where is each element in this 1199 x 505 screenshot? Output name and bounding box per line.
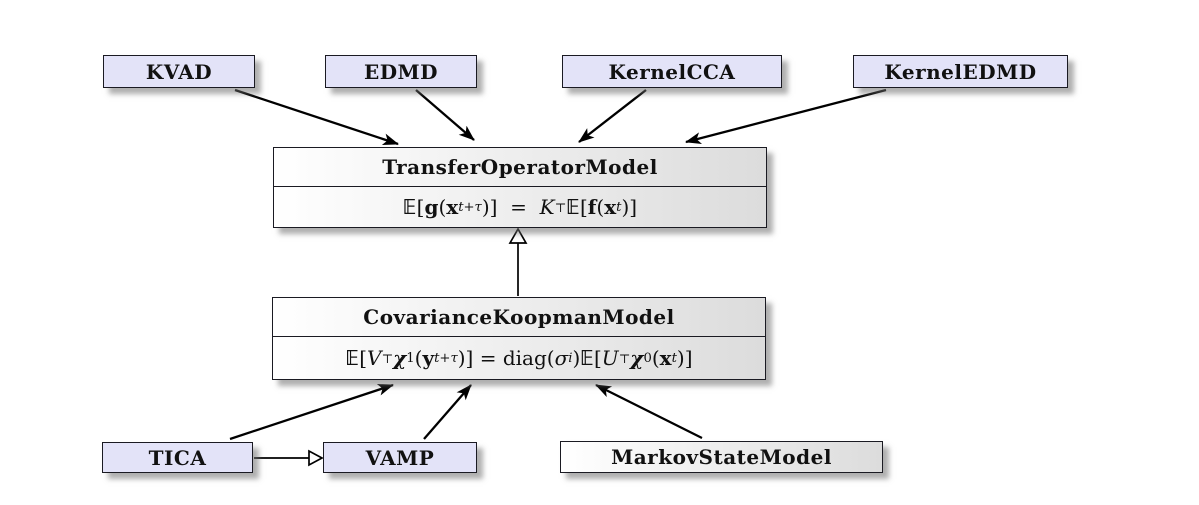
node-vamp-label: VAMP [365, 445, 435, 470]
node-transferoperatormodel-title: TransferOperatorModel [274, 148, 766, 187]
node-edmd-label: EDMD [363, 59, 439, 84]
node-edmd: EDMD [325, 55, 477, 88]
arrow-markovstatemodel-to-covariancekoopmanmodel [595, 383, 703, 440]
node-kernelcca: KernelCCA [562, 55, 782, 88]
node-kerneledmd-label: KernelEDMD [884, 59, 1037, 84]
arrow-kvad-to-transferoperatormodel [234, 88, 399, 146]
node-markovstatemodel-label: MarkovStateModel [611, 445, 832, 469]
arrow-vamp-to-covariancekoopmanmodel [423, 384, 472, 440]
inheritance-arrow-covariancekoopmanmodel-to-transferoperatormodel [508, 227, 528, 296]
inheritance-arrow-tica-to-vamp [254, 449, 324, 467]
node-kerneledmd: KernelEDMD [853, 55, 1068, 88]
arrow-kernelcca-to-transferoperatormodel [578, 89, 647, 143]
node-kernelcca-label: KernelCCA [608, 59, 736, 84]
node-tica-label: TICA [148, 445, 207, 470]
node-kvad-label: KVAD [145, 59, 213, 84]
node-markovstatemodel: MarkovStateModel [560, 441, 883, 473]
arrow-tica-to-covariancekoopmanmodel [229, 383, 394, 441]
arrow-kerneledmd-to-transferoperatormodel [685, 88, 887, 145]
node-tica: TICA [102, 442, 253, 473]
node-kvad: KVAD [103, 55, 255, 88]
arrow-edmd-to-transferoperatormodel [415, 89, 475, 141]
node-covariancekoopmanmodel-title: CovarianceKoopmanModel [273, 298, 765, 337]
node-vamp: VAMP [323, 442, 477, 473]
